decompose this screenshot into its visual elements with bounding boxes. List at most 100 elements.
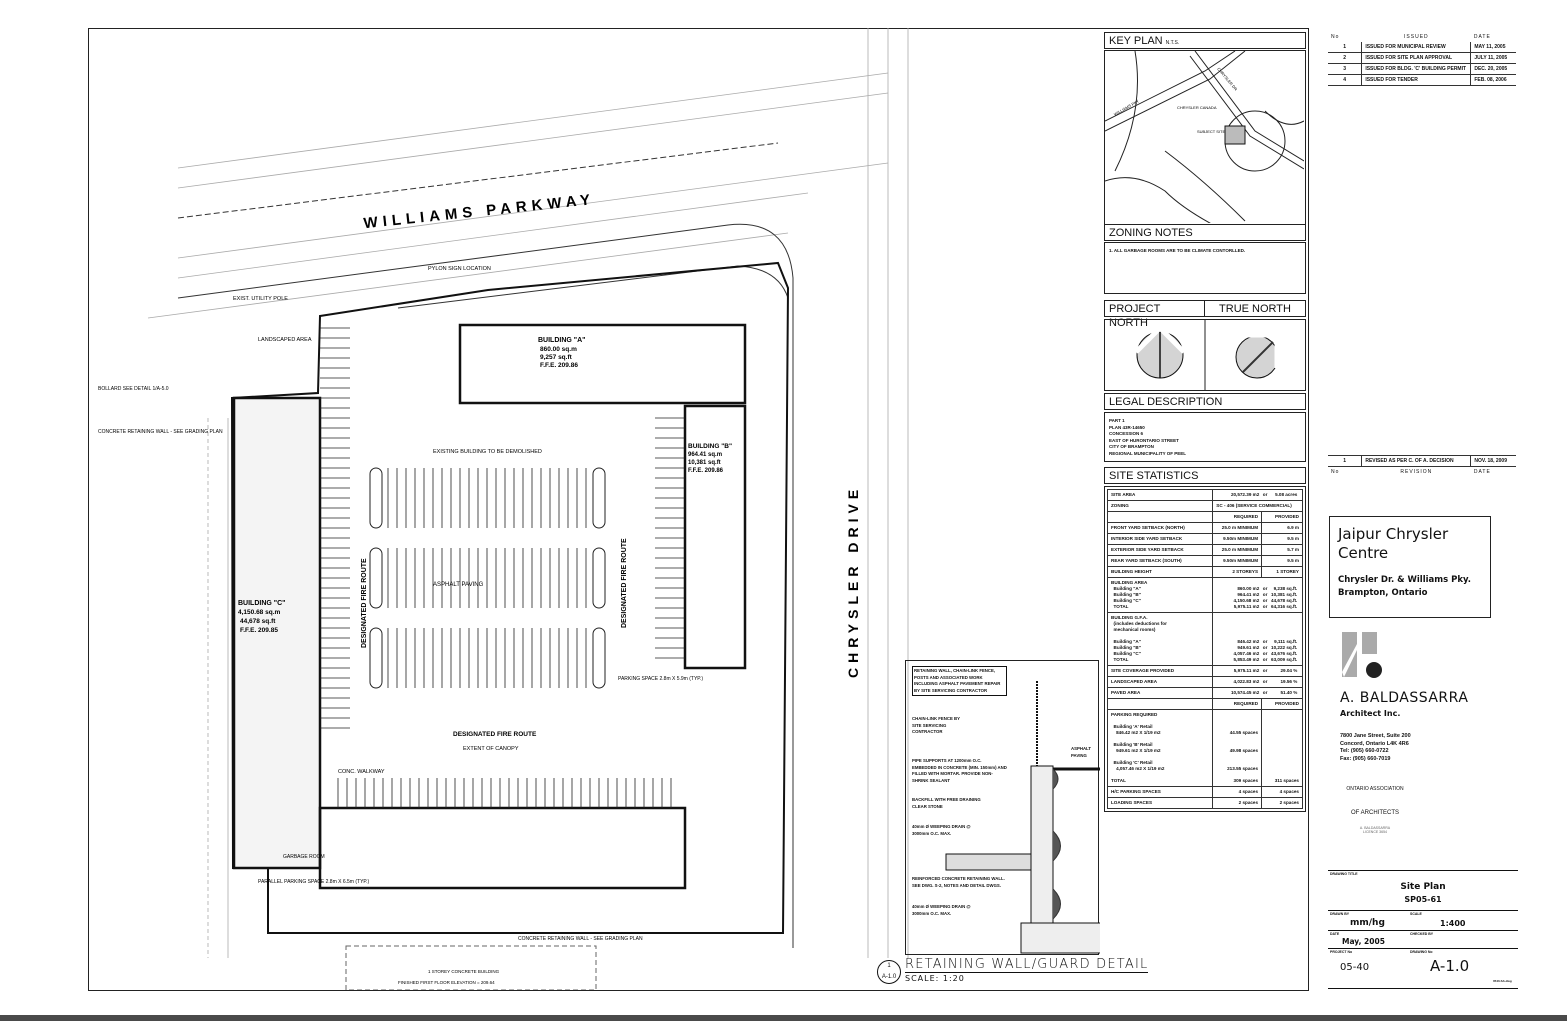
parallel-label: PARALLEL PARKING SPACE 2.8m X 6.5m (TYP.…: [258, 879, 369, 885]
row-text: ISSUED FOR SITE PLAN APPROVAL: [1361, 52, 1471, 64]
address-line: Tel: (905) 660-0722: [1340, 748, 1389, 754]
header-cell: REVISION: [1400, 469, 1433, 475]
legal-line: EAST OF HURONTARIO STREET: [1109, 437, 1179, 443]
detail-scale: SCALE: 1:20: [905, 974, 965, 983]
stats-value-a: 5,975.11 m2: [1233, 668, 1260, 673]
row-text: REVISED AS PER C. OF A. DECISION: [1361, 455, 1471, 467]
legal-line: CONCESSION 6: [1109, 431, 1144, 436]
bollard-label: BOLLARD SEE DETAIL 1/A-5.0: [98, 386, 169, 392]
building-c: [232, 396, 322, 870]
landscaped-label: LANDSCAPED AREA: [258, 337, 312, 343]
bottom-bar: [0, 1015, 1567, 1021]
header-cell: No: [1331, 469, 1340, 475]
header-cell: No: [1331, 34, 1340, 40]
stats-label: SITE AREA: [1106, 489, 1214, 501]
legal-line: REGIONAL MUNICIPALITY OF PEEL: [1109, 450, 1187, 456]
stats-value: 846.42 m2 949.61 m2 4,057.46 m2 5,853.49…: [1212, 612, 1303, 666]
neighbour-ffe-label: FINISHED FIRST FLOOR ELEVATION = 209.64: [398, 980, 495, 985]
zoning-header: ZONING NOTES: [1104, 224, 1306, 241]
header-cell: DATE: [1473, 469, 1491, 475]
building-c-area: 4,150.68 sq.m: [238, 609, 280, 616]
row-date: NOV. 18, 2009: [1470, 455, 1516, 467]
seal-middle: OF ARCHITECTS: [1350, 810, 1399, 816]
stats-required: 44.55 spaces 49.98 spaces 213.55 spaces …: [1212, 709, 1263, 787]
stats-provided: 9.5 m: [1261, 533, 1303, 545]
row-number: 4: [1328, 74, 1362, 86]
stats-label: [1106, 698, 1214, 710]
canopy-label: EXTENT OF CANOPY: [463, 746, 519, 752]
stats-value: 860.00 m2 964.41 m2 4,150.68 m2 5,975.11…: [1212, 577, 1303, 613]
parking-stalls: [320, 327, 685, 808]
detail-note: 40mm Ø WEEPING DRAIN @ 3000mm O.C. MAX.: [912, 904, 971, 916]
building-c-ffe: F.F.E. 209.85: [240, 627, 278, 634]
stats-label: LANDSCAPED AREA: [1106, 676, 1214, 688]
subject-site: [1224, 125, 1246, 145]
stats-required: 2 STOREYS: [1212, 566, 1263, 578]
building-c-area-ft: 44,678 sq.ft: [240, 618, 276, 625]
stats-required: 4 spaces: [1212, 786, 1263, 798]
stats-value-b: 9,238 sq.ft. 10,381 sq.ft. 44,678 sq.ft.…: [1271, 586, 1298, 609]
building-b-ffe: F.F.E. 209.86: [688, 468, 724, 474]
retaining-south-label: CONCRETE RETAINING WALL - SEE GRADING PL…: [518, 936, 643, 942]
stats-value-b: 51.40 %: [1280, 690, 1298, 695]
stats-row: BUILDING G.F.A. (includes deductions for…: [1106, 612, 1303, 666]
row-number: 1: [1328, 455, 1362, 467]
stats-value-b: 9,111 sq.ft. 10,222 sq.ft. 43,676 sq.ft.…: [1271, 639, 1298, 662]
detail-note: RETAINING WALL, CHAIN-LINK FENCE, POSTS …: [912, 666, 1007, 696]
true-north-header: TRUE NORTH: [1204, 300, 1306, 317]
row-number: 3: [1328, 63, 1362, 75]
seal-top: ONTARIO ASSOCIATION: [1346, 786, 1404, 792]
detail-asphalt-label: ASPHALT PAVING: [1071, 746, 1091, 758]
seal-name: A. BALDASSARRA: [1359, 826, 1391, 830]
detail-title: RETAINING WALL/GUARD DETAIL: [905, 957, 1149, 973]
stats-value-a: 846.42 m2 949.61 m2 4,057.46 m2 5,853.49…: [1233, 639, 1260, 662]
street-name-chrysler-drive: CHRYSLER DRIVE: [845, 485, 861, 678]
stats-label: SITE COVERAGE PROVIDED: [1106, 665, 1214, 677]
stats-row: PARKING REQUIRED Building 'A' Retail 846…: [1106, 709, 1303, 787]
building-a-name: BUILDING "A": [538, 337, 585, 344]
stats-required: 25.0 m MINIMUM: [1212, 544, 1263, 556]
project-north-header: PROJECT NORTH: [1104, 300, 1205, 329]
site-plan: WILLIAMS PARKWAY CHRYSLER DRIVE BUILDING…: [98, 28, 909, 990]
stats-provided: 2 spaces: [1261, 797, 1303, 809]
stats-label: EXTERIOR SIDE YARD SETBACK: [1106, 544, 1214, 556]
building-b-name: BUILDING "B": [688, 443, 732, 450]
detail-number: 1: [887, 963, 891, 969]
stats-label: BUILDING AREA Building "A" Building "B" …: [1106, 577, 1214, 613]
header-cell: DATE: [1473, 34, 1491, 40]
stats-value-a: 20,572.39 m2: [1230, 492, 1260, 497]
header-cell: ISSUED: [1404, 34, 1429, 40]
stats-row: BUILDING AREA Building "A" Building "B" …: [1106, 577, 1303, 613]
building-b-area: 964.41 sq.m: [688, 452, 722, 458]
date-label: DATE: [1330, 932, 1340, 936]
project-name: Jaipur Chrysler Centre: [1338, 525, 1449, 562]
stats-required: 9.50m MINIMUM: [1212, 555, 1263, 567]
stats-label: BUILDING G.F.A. (includes deductions for…: [1106, 612, 1214, 666]
title-block: DRAWING TITLE Site Plan SP05-61 DRAWN BY…: [1328, 870, 1518, 990]
project-no-label: PROJECT No: [1330, 950, 1353, 954]
detail-note: CHAIN-LINK FENCE BY SITE SERVICING CONTR…: [912, 716, 960, 734]
row-date: DEC. 20, 2005: [1470, 63, 1516, 75]
site-statistics-header: SITE STATISTICS: [1104, 467, 1306, 484]
project-north-arrow-icon: [1134, 324, 1186, 379]
stats-provided: 6.9 m: [1261, 522, 1303, 534]
key-plan-label: CHRYSLER DR: [1216, 66, 1238, 91]
architect-sub: Architect Inc.: [1340, 709, 1401, 718]
architect-logo-icon: [1342, 632, 1382, 678]
detail-note: PIPE SUPPORTS AT 1200mm O.C. EMBEDDED IN…: [912, 758, 1007, 783]
legal-line: CITY OF BRAMPTON: [1109, 444, 1154, 449]
date-value: May, 2005: [1342, 937, 1385, 946]
stats-or: or or or or: [1262, 586, 1268, 609]
pylon-label: PYLON SIGN LOCATION: [428, 266, 491, 272]
stats-provided: PROVIDED: [1261, 698, 1303, 710]
